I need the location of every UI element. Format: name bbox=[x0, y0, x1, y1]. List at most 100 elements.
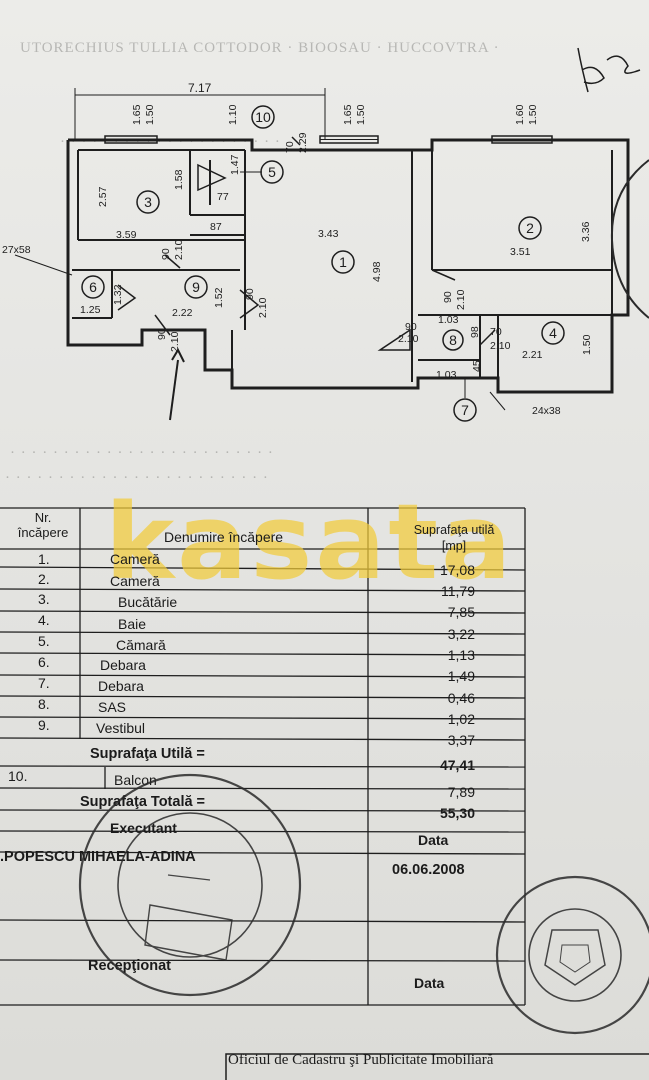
room-name: Baie bbox=[118, 616, 147, 632]
dimension-label: 77 bbox=[217, 191, 229, 203]
dimension-label: 1.47 bbox=[229, 154, 241, 175]
balcony-area: 7,89 bbox=[447, 784, 475, 800]
dimension-label: 70 bbox=[284, 141, 296, 153]
row-number: 6. bbox=[38, 654, 50, 670]
dimension-label: 1.03 bbox=[436, 369, 457, 381]
row-number: 5. bbox=[38, 633, 50, 649]
dimension-label: 24x38 bbox=[532, 405, 561, 417]
bleed-text: · · · · · · · · · · · · · · · · · · · · … bbox=[5, 470, 269, 486]
total-area-value: 55,30 bbox=[439, 805, 475, 821]
room-area: 3,22 bbox=[447, 626, 475, 642]
dimension-label: 45 bbox=[471, 360, 483, 372]
balcony-name: Balcon bbox=[114, 772, 157, 788]
useful-area-value: 47,41 bbox=[439, 757, 475, 773]
dimension-label: 27x58 bbox=[2, 244, 31, 256]
dimension-label: 1.03 bbox=[438, 314, 459, 326]
room-marker-1 bbox=[331, 250, 355, 274]
room-marker-5 bbox=[260, 160, 284, 184]
dimension-label: 2.10 bbox=[257, 297, 269, 318]
bleed-text: · · · · · · · · · · · · · · · · · · · · … bbox=[10, 445, 274, 461]
header-area: Suprafaţa utilă [mp] bbox=[396, 522, 512, 554]
dimension-label: 2.10 bbox=[398, 333, 419, 345]
dimension-label: 90 bbox=[156, 328, 168, 340]
signature-mark bbox=[577, 47, 641, 93]
room-area: 1,49 bbox=[447, 668, 475, 684]
room-number: 5 bbox=[268, 164, 276, 180]
header-nr-line1: Nr. bbox=[34, 510, 52, 525]
date-label: Data bbox=[418, 832, 449, 848]
room-area: 17,08 bbox=[439, 562, 475, 578]
dimension-label: 1.52 bbox=[213, 287, 225, 308]
row-number: 8. bbox=[38, 696, 50, 712]
room-name: Cameră bbox=[110, 573, 160, 589]
dimension-label: 90 bbox=[405, 321, 417, 333]
dimension-label: 90 bbox=[244, 288, 256, 300]
room-number: 1 bbox=[339, 254, 347, 270]
room-marker-7 bbox=[453, 398, 477, 422]
room-number: 9 bbox=[192, 279, 200, 295]
room-area: 1,13 bbox=[447, 647, 475, 663]
room-name: Cămară bbox=[116, 637, 166, 653]
room-marker-8 bbox=[442, 329, 464, 351]
dimension-label: 1.50 bbox=[581, 334, 593, 355]
row-number: 3. bbox=[38, 591, 50, 607]
executant-label: Executant bbox=[110, 820, 177, 836]
room-area: 1,02 bbox=[447, 711, 475, 727]
executant-date: 06.06.2008 bbox=[392, 862, 465, 878]
header-nr-line2: încăpere bbox=[17, 525, 69, 540]
room-name: Bucătărie bbox=[118, 594, 178, 610]
room-area: 11,79 bbox=[441, 583, 475, 599]
dimension-label: 90 bbox=[160, 248, 172, 260]
dimension-label: 1.50 bbox=[527, 104, 539, 125]
dimension-label: 98 bbox=[469, 326, 481, 338]
header-area-label: Suprafaţa utilă bbox=[413, 523, 495, 537]
dimension-label: 2.22 bbox=[172, 307, 193, 319]
dimension-label: 2.57 bbox=[97, 186, 109, 207]
room-area: 3,37 bbox=[447, 732, 475, 748]
dimension-label: 1.58 bbox=[173, 169, 185, 190]
dimension-label: 2.21 bbox=[522, 349, 543, 361]
dimension-label: 1.50 bbox=[144, 104, 156, 125]
bleed-text: UTORECHIUS TULLIA COTTODOR · BIOOSAU · H… bbox=[20, 40, 500, 56]
dimension-label: 1.25 bbox=[80, 304, 101, 316]
receptionat-date-label: Data bbox=[414, 975, 445, 991]
dimension-label: 3.36 bbox=[580, 221, 592, 242]
bleed-text: · · · · · · · · · · · · · · · · · · · · … bbox=[60, 134, 281, 150]
total-area-label: Suprafaţa Totală = bbox=[80, 794, 206, 810]
dimension-label: 87 bbox=[210, 221, 222, 233]
dimension-label: 1.32 bbox=[112, 284, 124, 305]
row-number: 7. bbox=[38, 675, 50, 691]
dimension-label: 3.59 bbox=[116, 229, 137, 241]
row-number: 1. bbox=[38, 551, 50, 567]
room-number: 2 bbox=[526, 220, 534, 236]
partial-stamp-edge bbox=[610, 159, 649, 319]
useful-area-label: Suprafaţa Utilă = bbox=[90, 746, 205, 762]
dimension-label: 2.29 bbox=[297, 132, 309, 153]
room-name: Cameră bbox=[110, 551, 160, 567]
dimension-label: 1.60 bbox=[514, 104, 526, 125]
dimension-label: 2.10 bbox=[169, 331, 181, 352]
row-number: 2. bbox=[38, 571, 50, 587]
dimension-label: 2.10 bbox=[173, 239, 185, 260]
header-area-unit: [mp] bbox=[441, 539, 467, 553]
dimension-label: 1.65 bbox=[342, 104, 354, 125]
room-number: 7 bbox=[461, 402, 469, 418]
dimension-label: 90 bbox=[442, 291, 454, 303]
dimension-label: 2.10 bbox=[455, 289, 467, 310]
row-number: 9. bbox=[38, 717, 50, 733]
dimension-label: 1.65 bbox=[131, 104, 143, 125]
room-marker-3 bbox=[136, 190, 160, 214]
room-number: 3 bbox=[144, 194, 152, 210]
room-area: 7,85 bbox=[447, 604, 475, 620]
receptionat-label: Recepţionat bbox=[88, 958, 171, 974]
header-room-name: Denumire încăpere bbox=[164, 529, 284, 545]
dimension-label: 1.50 bbox=[355, 104, 367, 125]
room-marker-2 bbox=[518, 216, 542, 240]
room-name: Debara bbox=[100, 657, 146, 673]
footer-box bbox=[225, 1053, 649, 1080]
room-area: 0,46 bbox=[447, 690, 475, 706]
room-marker-4 bbox=[541, 321, 565, 345]
dimension-label: 70 bbox=[490, 326, 502, 338]
room-marker-9 bbox=[184, 275, 208, 299]
